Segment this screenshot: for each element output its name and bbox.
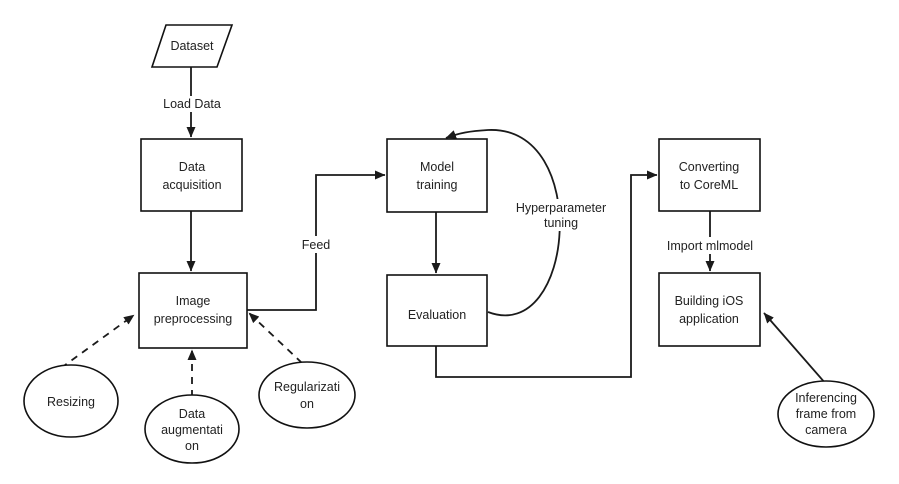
- building-ios-line1: Building iOS: [675, 294, 744, 308]
- node-image-preprocessing: Image preprocessing: [138, 272, 248, 349]
- node-dataset: Dataset: [150, 24, 234, 68]
- nodes: Dataset Data acquisition Image preproces…: [23, 24, 875, 464]
- node-data-acquisition: Data acquisition: [140, 138, 243, 212]
- data-augmentation-line1: Data: [179, 407, 205, 421]
- edge-inferencing: [763, 312, 827, 385]
- edge-evaluation-to-converting: [435, 170, 658, 378]
- converting-line2: to CoreML: [680, 178, 738, 192]
- node-data-augmentation: Data augmentati on: [144, 394, 240, 464]
- node-converting-coreml: Converting to CoreML: [658, 138, 761, 212]
- node-evaluation: Evaluation: [386, 274, 488, 347]
- resizing-label: Resizing: [47, 395, 95, 409]
- node-building-ios: Building iOS application: [658, 272, 761, 347]
- data-acquisition-line2: acquisition: [162, 178, 221, 192]
- label-import-mlmodel: Import mlmodel: [667, 239, 753, 253]
- dataset-label: Dataset: [170, 39, 214, 53]
- regularization-line1: Regularizati: [274, 380, 340, 394]
- label-hyperparameter-line2: tuning: [544, 216, 578, 230]
- building-ios-line2: application: [679, 312, 739, 326]
- model-training-line2: training: [417, 178, 458, 192]
- inferencing-line1: Inferencing: [795, 391, 857, 405]
- data-augmentation-line2: augmentati: [161, 423, 223, 437]
- node-model-training: Model training: [386, 138, 488, 213]
- converting-line1: Converting: [679, 160, 739, 174]
- label-load-data: Load Data: [163, 97, 221, 111]
- image-preprocessing-line2: preprocessing: [154, 312, 233, 326]
- data-augmentation-line3: on: [185, 439, 199, 453]
- node-resizing: Resizing: [23, 364, 119, 438]
- inferencing-line2: frame from: [796, 407, 856, 421]
- node-inferencing: Inferencing frame from camera: [777, 380, 875, 448]
- node-regularization: Regularizati on: [258, 361, 356, 429]
- data-acquisition-line1: Data: [179, 160, 205, 174]
- label-hyperparameter-line1: Hyperparameter: [516, 201, 606, 215]
- edge-regularization-dashed: [248, 312, 303, 364]
- model-training-line1: Model: [420, 160, 454, 174]
- image-preprocessing-line1: Image: [176, 294, 211, 308]
- evaluation-label: Evaluation: [408, 308, 466, 322]
- inferencing-line3: camera: [805, 423, 847, 437]
- edge-labels: Load Data Feed Hyperparameter tuning Imp…: [157, 96, 759, 254]
- regularization-line2: on: [300, 397, 314, 411]
- label-feed: Feed: [302, 238, 331, 252]
- edge-hyperparameter-loop: [445, 129, 561, 316]
- edge-resizing-dashed: [60, 314, 135, 369]
